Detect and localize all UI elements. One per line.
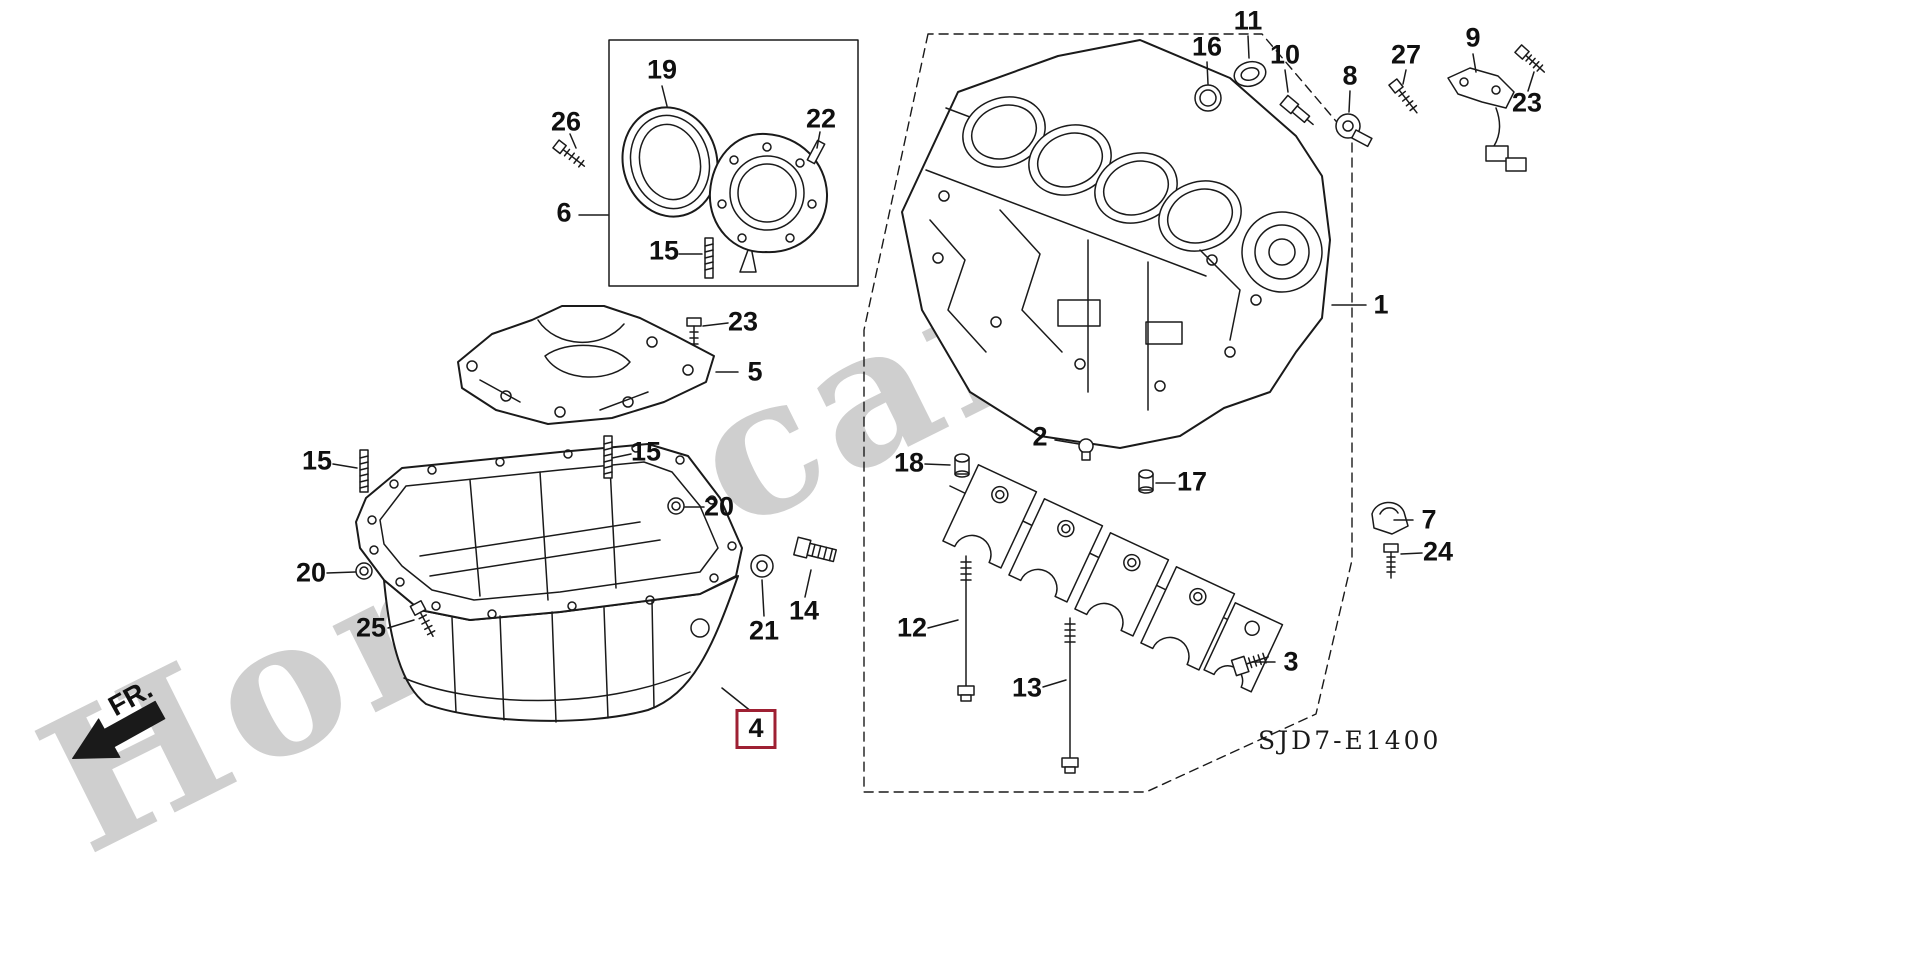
callout-22[interactable]: 22 (805, 103, 837, 134)
callout-23[interactable]: 23 (727, 306, 759, 337)
nut-20-right (667, 497, 685, 515)
callout-6[interactable]: 6 (556, 197, 572, 228)
fr-indicator: FR. (20, 660, 220, 800)
callout-21[interactable]: 21 (748, 615, 780, 646)
callout-4-selected[interactable]: 4 (735, 709, 777, 749)
callout-9[interactable]: 9 (1465, 22, 1481, 53)
callout-2[interactable]: 2 (1032, 421, 1048, 452)
oil-seal-plate (708, 132, 829, 273)
callout-8[interactable]: 8 (1342, 60, 1358, 91)
block-boundary-dashed (863, 33, 1353, 793)
dowel-18 (954, 453, 970, 478)
callout-18[interactable]: 18 (893, 447, 925, 478)
knock-sensor-8 (1335, 113, 1373, 148)
bolt-12 (957, 555, 975, 702)
callout-26[interactable]: 26 (550, 106, 582, 137)
callout-7[interactable]: 7 (1421, 504, 1437, 535)
callout-23[interactable]: 23 (1511, 87, 1543, 118)
callout-20[interactable]: 20 (295, 557, 327, 588)
bolt-25 (409, 600, 436, 638)
stud-bolt-15-right (603, 435, 613, 479)
bolt-26 (552, 139, 586, 168)
leader-lines (326, 35, 1535, 713)
callout-15[interactable]: 15 (301, 445, 333, 476)
plug-2 (1078, 438, 1094, 461)
callout-15[interactable]: 15 (630, 436, 662, 467)
baffle-plate (457, 305, 715, 425)
oil-pan (355, 443, 743, 723)
clamp-7 (1371, 501, 1409, 535)
bearing-cap-bridge (942, 464, 1284, 693)
stud-bolt-15-left (359, 449, 369, 493)
callout-27[interactable]: 27 (1390, 39, 1422, 70)
callout-20[interactable]: 20 (703, 491, 735, 522)
o-ring-16 (1194, 84, 1222, 112)
callout-12[interactable]: 12 (896, 612, 928, 643)
washer-21 (750, 554, 774, 578)
callout-24[interactable]: 24 (1422, 536, 1454, 567)
callout-17[interactable]: 17 (1176, 466, 1208, 497)
drain-bolt-14 (793, 536, 838, 563)
bolt-27 (1388, 78, 1418, 114)
stud-bolt-15-seal (704, 237, 714, 279)
dowel-17 (1138, 469, 1154, 494)
cylinder-block (901, 39, 1331, 449)
sealing-cap-11 (1233, 60, 1267, 88)
callout-5[interactable]: 5 (747, 356, 763, 387)
fr-arrow-icon (72, 700, 166, 759)
nut-20-left (355, 562, 373, 580)
callout-14[interactable]: 14 (788, 595, 820, 626)
crankshaft-oil-seal (621, 106, 719, 218)
bolt-24 (1383, 543, 1399, 579)
callout-1[interactable]: 1 (1373, 289, 1389, 320)
plug-bolt-3 (1230, 652, 1269, 677)
callout-25[interactable]: 25 (355, 612, 387, 643)
callout-15[interactable]: 15 (648, 235, 680, 266)
callout-3[interactable]: 3 (1283, 646, 1299, 677)
diagram-code: SJD7-E1400 (1258, 726, 1442, 755)
harness-bracket-9 (1447, 67, 1527, 172)
callout-16[interactable]: 16 (1191, 31, 1223, 62)
oil-pressure-switch-10 (1279, 94, 1314, 126)
dowel-pin-22 (806, 139, 826, 165)
callout-11[interactable]: 11 (1233, 5, 1263, 36)
bolt-13 (1061, 617, 1079, 774)
callout-13[interactable]: 13 (1011, 672, 1043, 703)
callout-19[interactable]: 19 (646, 54, 678, 85)
bolt-23-top-right (1514, 44, 1546, 73)
seal-assembly-box (608, 39, 859, 287)
callout-10[interactable]: 10 (1269, 39, 1301, 70)
